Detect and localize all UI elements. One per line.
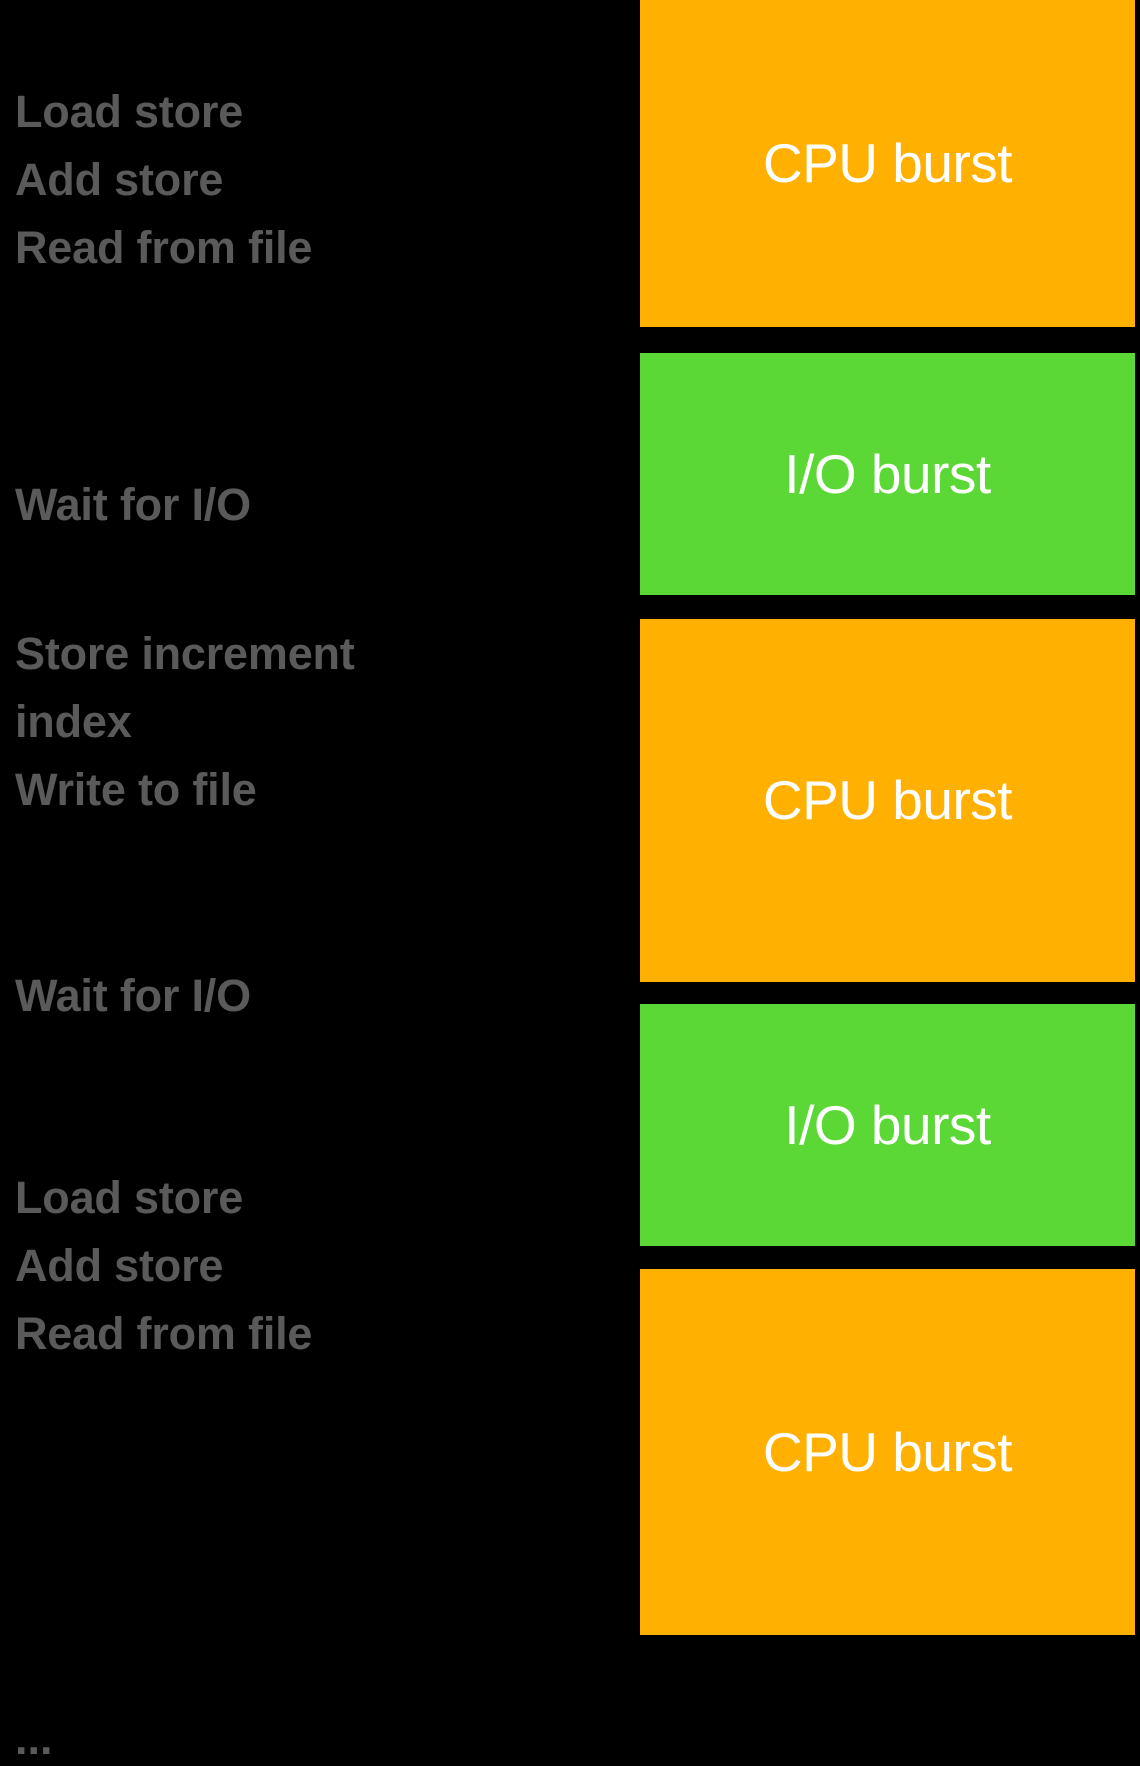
burst-block-cpu: CPU burst: [640, 0, 1135, 327]
instruction-label-line: Add store: [15, 154, 224, 205]
burst-block-io: I/O burst: [640, 353, 1135, 595]
burst-block-label: CPU burst: [762, 1420, 1013, 1483]
instruction-label-group: Wait for I/O: [15, 962, 251, 1030]
burst-block-label: I/O burst: [784, 1093, 991, 1156]
burst-block-label: CPU burst: [762, 132, 1013, 194]
instruction-label-line: Read from file: [15, 222, 313, 273]
instruction-label-line: Write to file: [15, 764, 257, 815]
burst-block-label: I/O burst: [784, 442, 991, 505]
instruction-label-group: Wait for I/O: [15, 471, 251, 539]
continuation-ellipsis: ...: [15, 1713, 53, 1764]
burst-block-label: CPU burst: [762, 769, 1013, 831]
instruction-label-line: index: [15, 696, 132, 747]
instruction-label-line: Load store: [15, 1172, 244, 1223]
burst-block-cpu: CPU burst: [640, 619, 1135, 982]
instruction-label-line: Wait for I/O: [15, 970, 251, 1021]
instruction-label-line: Store increment: [15, 628, 355, 679]
instruction-label-line: Add store: [15, 1240, 224, 1291]
instruction-label-line: Load store: [15, 86, 244, 137]
instruction-label-line: Wait for I/O: [15, 479, 251, 530]
burst-block-cpu: CPU burst: [640, 1269, 1135, 1635]
instruction-label-line: Read from file: [15, 1308, 313, 1359]
burst-block-io: I/O burst: [640, 1004, 1135, 1246]
